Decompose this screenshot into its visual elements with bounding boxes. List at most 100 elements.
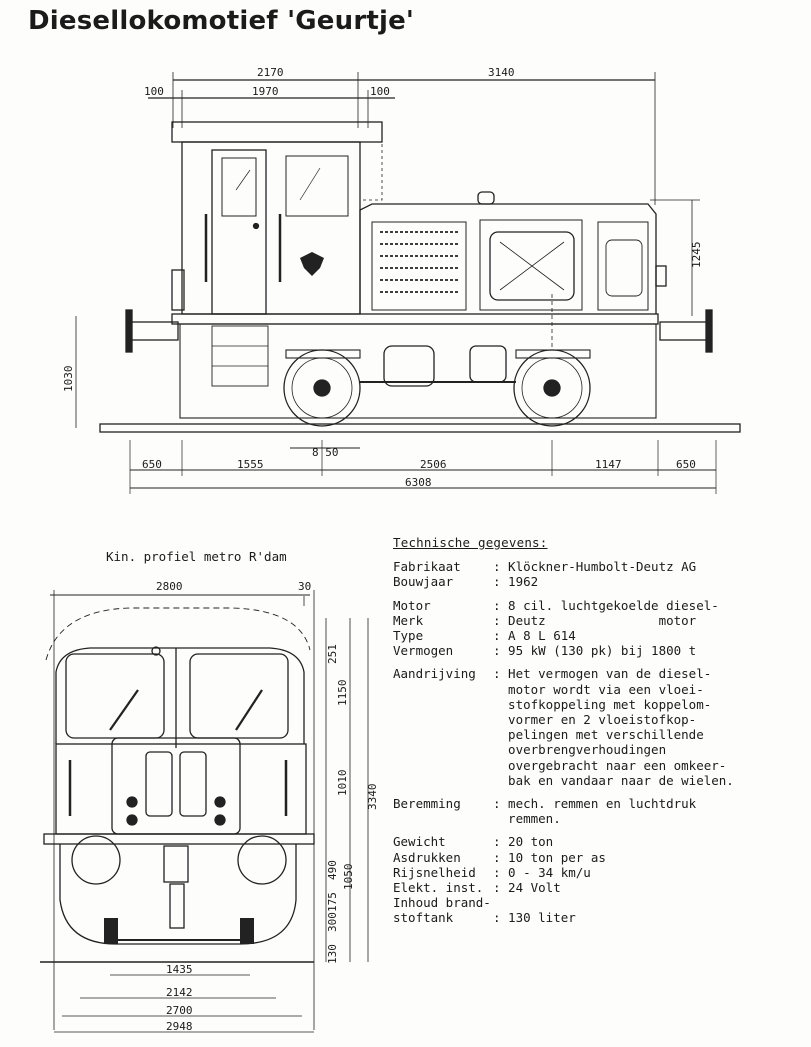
- dim-100-right: 100: [370, 85, 390, 98]
- spec-label: Fabrikaat: [393, 559, 461, 575]
- dim-1050: 1050: [342, 864, 355, 891]
- spec-label: Gewicht: [393, 834, 446, 850]
- spec-row: vormer en 2 vloeistofkop-: [393, 712, 803, 727]
- spec-row: stofkoppeling met koppelom-: [393, 697, 803, 712]
- dim-1010: 1010: [336, 770, 349, 797]
- spec-row: bak en vandaar naar de wielen.: [393, 773, 803, 788]
- spec-row: Motor : 8 cil. luchtgekoelde diesel-: [393, 598, 803, 613]
- spec-row: motor wordt via een vloei-: [393, 682, 803, 697]
- spec-value: : 0 - 34 km/u: [493, 864, 591, 880]
- spec-heading: Technische gegevens:: [393, 535, 548, 550]
- dim-251: 251: [326, 644, 339, 664]
- spec-value: : 8 cil. luchtgekoelde diesel-: [493, 597, 719, 613]
- spec-row: Aandrijving : Het vermogen van de diesel-: [393, 666, 803, 681]
- dim-1150: 1150: [336, 680, 349, 707]
- dim-1030: 1030: [62, 366, 75, 393]
- spec-label: Inhoud brand-: [393, 895, 491, 911]
- spec-value: overbrengverhoudingen: [493, 742, 667, 758]
- spec-row: Vermogen : 95 kW (130 pk) bij 1800 t: [393, 643, 803, 658]
- spec-label: [393, 712, 493, 727]
- dim-2700: 2700: [166, 1004, 193, 1017]
- spec-label: Merk: [393, 612, 424, 628]
- spec-row: Inhoud brand-: [393, 895, 803, 910]
- spec-value: : 1962: [493, 574, 539, 590]
- spec-value: : 95 kW (130 pk) bij 1800 t: [493, 643, 697, 659]
- dim-3340: 3340: [366, 784, 379, 811]
- dim-650-left: 650: [142, 458, 162, 471]
- spec-label: [393, 811, 493, 826]
- spec-value: : 20 ton: [493, 834, 554, 850]
- spec-gap: [393, 788, 803, 796]
- spec-row: pelingen met verschillende: [393, 727, 803, 742]
- spec-gap: [393, 590, 803, 598]
- spec-value: : A 8 L 614: [493, 628, 576, 644]
- dim-1970: 1970: [252, 85, 279, 98]
- dim-3140: 3140: [488, 66, 515, 79]
- spec-label: Aandrijving: [393, 666, 476, 682]
- page-title: Diesellokomotief 'Geurtje': [28, 6, 415, 36]
- spec-value: vormer en 2 vloeistofkop-: [493, 712, 697, 728]
- spec-row: Gewicht : 20 ton: [393, 834, 803, 849]
- spec-value: : Klöckner-Humbolt-Deutz AG: [493, 559, 697, 575]
- spec-gap: [393, 826, 803, 834]
- spec-value: stofkoppeling met koppelom-: [493, 696, 712, 712]
- spec-label: [393, 727, 493, 742]
- spec-table: Technische gegevens: Fabrikaat : Klöckner…: [393, 535, 803, 926]
- dim-2800: 2800: [156, 580, 183, 593]
- spec-value: remmen.: [493, 811, 561, 827]
- spec-label: Asdrukken: [393, 849, 461, 865]
- spec-row: Merk : Deutz motor: [393, 613, 803, 628]
- dim-2506: 2506: [420, 458, 447, 471]
- spec-row: overgebracht naar een omkeer-: [393, 758, 803, 773]
- spec-label: Beremming: [393, 796, 461, 812]
- side-view: [75, 72, 741, 494]
- spec-label: Rijsnelheid: [393, 864, 476, 880]
- spec-label: [393, 773, 493, 788]
- kin-profile-label: Kin. profiel metro R'dam: [106, 549, 287, 564]
- spec-label: [393, 758, 493, 773]
- front-view: [40, 590, 369, 1033]
- spec-row: remmen.: [393, 811, 803, 826]
- spec-value: : 10 ton per as: [493, 849, 606, 865]
- spec-label: Motor: [393, 597, 431, 613]
- spec-label: Vermogen: [393, 643, 454, 659]
- spec-label: Bouwjaar: [393, 574, 454, 590]
- spec-row: Type : A 8 L 614: [393, 628, 803, 643]
- dim-130: 130: [326, 944, 339, 964]
- spec-label: [393, 682, 493, 697]
- dim-650-right: 650: [676, 458, 696, 471]
- spec-value: : Deutz motor: [493, 612, 697, 628]
- spec-label: stoftank: [393, 910, 454, 926]
- spec-value: overgebracht naar een omkeer-: [493, 757, 727, 773]
- spec-row: stoftank : 130 liter: [393, 910, 803, 925]
- spec-value: motor wordt via een vloei-: [493, 681, 704, 697]
- dim-2142: 2142: [166, 986, 193, 999]
- spec-row: Fabrikaat : Klöckner-Humbolt-Deutz AG: [393, 559, 803, 574]
- spec-row: Beremming : mech. remmen en luchtdruk: [393, 796, 803, 811]
- spec-value: : 24 Volt: [493, 880, 561, 896]
- dim-100-left: 100: [144, 85, 164, 98]
- dim-30: 30: [298, 580, 311, 593]
- dim-175: 175: [326, 892, 339, 912]
- spec-value: : 130 liter: [493, 910, 576, 926]
- spec-label: Type: [393, 628, 424, 644]
- dim-wheel: 8 50: [312, 446, 339, 459]
- spec-value: pelingen met verschillende: [493, 727, 704, 743]
- spec-value: : mech. remmen en luchtdruk: [493, 796, 697, 812]
- dim-300: 300: [326, 912, 339, 932]
- spec-value: : Het vermogen van de diesel-: [493, 666, 712, 682]
- spec-row: Elekt. inst. : 24 Volt: [393, 880, 803, 895]
- spec-row: Bouwjaar : 1962: [393, 574, 803, 589]
- dim-2170: 2170: [257, 66, 284, 79]
- spec-value: [493, 895, 803, 910]
- spec-gap: [393, 658, 803, 666]
- dim-1147: 1147: [595, 458, 622, 471]
- spec-row: Asdrukken : 10 ton per as: [393, 850, 803, 865]
- dim-1435: 1435: [166, 963, 193, 976]
- dim-1555: 1555: [237, 458, 264, 471]
- spec-label: Elekt. inst.: [393, 880, 484, 896]
- spec-label: [393, 697, 493, 712]
- spec-label: [393, 742, 493, 757]
